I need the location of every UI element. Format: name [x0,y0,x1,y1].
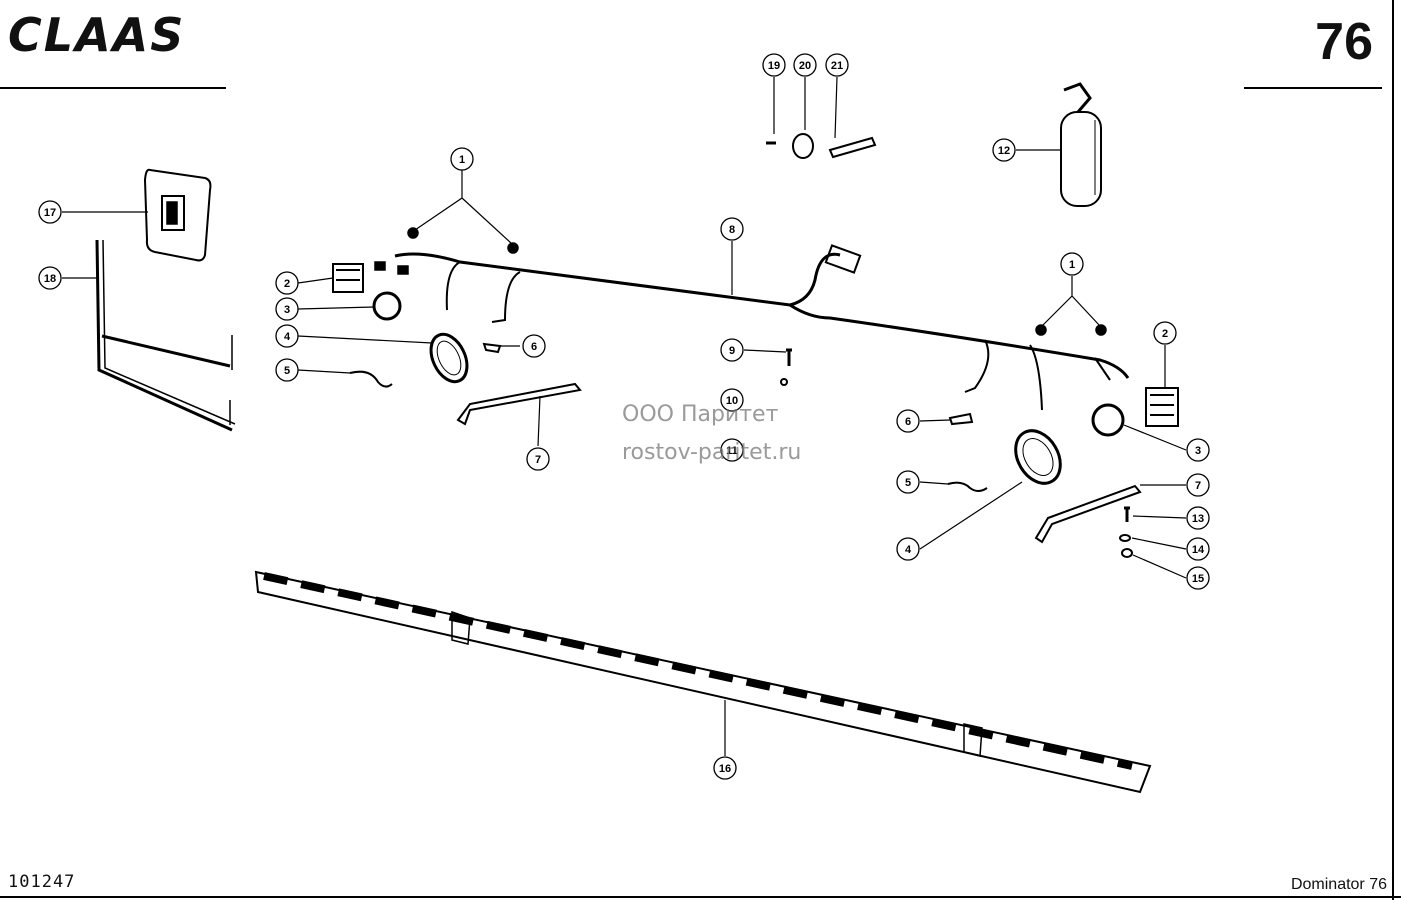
washer-part [780,378,788,386]
callout-5-right: 5 [896,470,920,494]
connector-block-right [1145,387,1179,427]
bulb-holder-right [947,481,988,492]
svg-text:1: 1 [459,154,465,166]
callout-3-right: 3 [1186,438,1210,462]
callout-markers: 1 1 2 2 3 3 4 4 5 5 6 6 7 7 8 9 10 11 12… [38,53,1210,780]
callout-16: 16 [713,756,737,780]
disc-part [792,133,814,159]
wiring-harness-part [374,244,1130,411]
document-id: 101247 [8,872,76,892]
frame-border-right [1392,0,1394,900]
svg-text:14: 14 [1192,544,1205,556]
callout-20: 20 [793,53,817,77]
svg-text:8: 8 [729,224,735,236]
work-lamp-right [1014,429,1062,485]
callout-15: 15 [1186,566,1210,590]
callout-7-right: 7 [1186,473,1210,497]
leader-lines [62,76,1187,756]
callout-11: 11 [720,438,744,462]
bulb-holder-left [349,370,393,388]
svg-text:21: 21 [831,60,843,72]
svg-text:16: 16 [719,763,731,775]
callout-14: 14 [1186,537,1210,561]
bolt-part [786,348,792,366]
strap-part [828,136,877,159]
header-rule-left [0,87,226,89]
svg-text:18: 18 [44,273,56,285]
watermark-company: ООО Паритет [622,402,779,427]
svg-text:11: 11 [726,445,738,457]
svg-text:4: 4 [905,544,912,556]
svg-text:3: 3 [1195,445,1201,457]
svg-text:13: 13 [1192,513,1204,525]
svg-text:5: 5 [284,365,290,377]
callout-1-top: 1 [450,147,474,171]
svg-text:3: 3 [284,304,290,316]
callout-6-left: 6 [522,334,546,358]
svg-text:2: 2 [284,278,290,290]
fire-extinguisher-part [1060,82,1102,207]
svg-text:1: 1 [1069,259,1075,271]
svg-text:6: 6 [531,341,537,353]
callout-18: 18 [38,266,62,290]
callout-8: 8 [720,217,744,241]
connector-block-left [332,263,364,293]
callout-13: 13 [1186,506,1210,530]
svg-text:15: 15 [1192,573,1204,585]
clip-right [948,412,974,426]
callout-4-left: 4 [275,324,299,348]
bolt-part-13 [1124,506,1130,522]
svg-text:9: 9 [729,345,735,357]
svg-text:5: 5 [905,477,911,489]
lamp-bracket-left [456,382,582,426]
callout-17: 17 [38,200,62,224]
svg-text:6: 6 [905,416,911,428]
callout-2-right: 2 [1153,321,1177,345]
svg-text:19: 19 [768,60,780,72]
washer-part-14 [1119,534,1131,542]
mirror-part [143,168,212,262]
work-lamp-left [429,332,469,384]
svg-text:7: 7 [1195,480,1201,492]
claas-logo: CLAAS [8,8,238,78]
callout-19: 19 [762,53,786,77]
svg-text:20: 20 [799,60,811,72]
svg-text:7: 7 [535,454,541,466]
warning-bar-part [254,570,1152,794]
callout-21: 21 [825,53,849,77]
small-lamp-left [372,291,402,321]
callout-7-left: 7 [526,447,550,471]
clip-left [482,342,502,354]
model-name: Dominator 76 [1290,876,1387,893]
frame-border-bottom [0,896,1401,898]
header-rule-right [1244,87,1382,89]
nut-part-15 [1121,548,1133,558]
callout-1-right: 1 [1060,252,1084,276]
callout-6-right: 6 [896,409,920,433]
callout-10: 10 [720,388,744,412]
brand-name: CLAAS [8,8,186,62]
watermark-url: rostov-paritet.ru [622,440,802,465]
page-number: 76 [1315,13,1373,71]
svg-text:10: 10 [726,395,738,407]
lamp-bracket-right [1034,484,1142,544]
mirror-bracket-part [95,239,236,432]
callout-2-left: 2 [275,271,299,295]
nut-parts [407,227,1107,336]
svg-text:12: 12 [998,145,1010,157]
svg-text:4: 4 [284,331,291,343]
callout-9: 9 [720,338,744,362]
small-lamp-right [1091,403,1125,437]
callout-4-right: 4 [896,537,920,561]
svg-text:2: 2 [1162,328,1168,340]
svg-text:17: 17 [44,207,56,219]
callout-12: 12 [992,138,1016,162]
callout-5-left: 5 [275,358,299,382]
callout-3-left: 3 [275,297,299,321]
